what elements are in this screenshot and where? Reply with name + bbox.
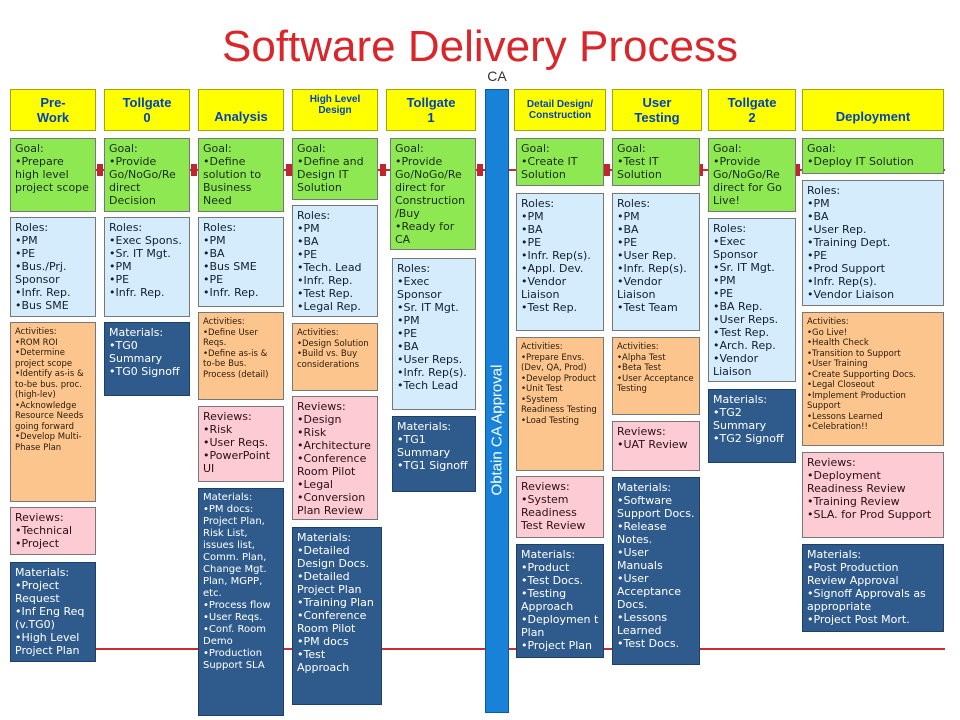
ut-materials-box: Materials: •Software Support Docs. •Rele…: [612, 477, 700, 665]
hld-goal-box: Goal: •Define and Design IT Solution: [292, 138, 378, 200]
ca-label: CA: [487, 68, 507, 84]
deploy-materials-box: Materials: •Post Production Review Appro…: [802, 544, 944, 632]
analysis-materials-box: Materials: •PM docs: Project Plan, Risk …: [198, 488, 284, 716]
prework-goal-box: Goal: •Prepare high level project scope: [10, 138, 96, 212]
timeline-marker: [697, 164, 703, 176]
tg0-roles-box: Roles: •Exec Spons. •Sr. IT Mgt. •PM •PE…: [104, 217, 190, 317]
hld-roles-box: Roles: •PM •BA •PE •Tech. Lead •Infr. Re…: [292, 205, 378, 317]
stage-header-deployment: Deployment: [802, 89, 944, 131]
timeline-marker: [477, 164, 483, 176]
prework-activities-box: Activities: •ROM ROI •Determine project …: [10, 322, 96, 502]
tg1-roles-box: Roles: •Exec Sponsor •Sr. IT Mgt. •PM •P…: [392, 258, 476, 410]
hld-materials-box: Materials: •Detailed Design Docs. •Detai…: [292, 527, 382, 705]
stage-header-tollgate-1: Tollgate 1: [386, 89, 476, 131]
timeline-marker: [191, 164, 197, 176]
prework-roles-box: Roles: •PM •PE •Bus./Prj. Sponsor •Infr.…: [10, 217, 96, 317]
dd-reviews-box: Reviews: •System Readiness Test Review: [516, 476, 604, 538]
analysis-reviews-box: Reviews: •Risk •User Reqs. •PowerPoint U…: [198, 406, 284, 482]
hld-activities-box: Activities: •Design Solution •Build vs. …: [292, 323, 378, 391]
prework-materials-box: Materials: •Project Request •Inf Eng Req…: [10, 562, 96, 662]
analysis-roles-box: Roles: •PM •BA •Bus SME •PE •Infr. Rep.: [198, 217, 284, 307]
tg2-materials-box: Materials: •TG2 Summary •TG2 Signoff: [708, 389, 796, 463]
ut-activities-box: Activities: •Alpha Test •Beta Test •User…: [612, 337, 700, 415]
timeline-marker: [380, 164, 386, 176]
deploy-activities-box: Activities: •Go Live! •Health Check •Tra…: [802, 312, 944, 446]
deploy-goal-box: Goal: •Deploy IT Solution: [802, 138, 944, 174]
bottom-line: [10, 648, 945, 650]
tg1-goal-box: Goal: •Provide Go/NoGo/Re direct for Con…: [390, 138, 476, 250]
stage-header-high-level-design: High Level Design: [292, 89, 378, 131]
analysis-activities-box: Activities: •Define User Reqs. •Define a…: [198, 312, 284, 400]
ca-approval-label: Obtain CA Approval: [488, 364, 506, 496]
ut-goal-box: Goal: •Test IT Solution: [612, 138, 700, 186]
timeline-marker: [794, 164, 800, 176]
stage-header-pre-work: Pre- Work: [10, 89, 96, 131]
tg2-roles-box: Roles: •Exec Sponsor •Sr. IT Mgt. •PM •P…: [708, 218, 796, 382]
dd-goal-box: Goal: •Create IT Solution: [516, 138, 604, 186]
tg2-goal-box: Goal: •Provide Go/NoGo/Re direct for Go …: [708, 138, 796, 212]
stage-header-tollgate-2: Tollgate 2: [708, 89, 796, 131]
tg1-materials-box: Materials: •TG1 Summary •TG1 Signoff: [392, 416, 476, 492]
timeline-marker: [97, 164, 103, 176]
dd-materials-box: Materials: •Product •Test Docs. •Testing…: [516, 544, 604, 658]
page-title: Software Delivery Process: [222, 22, 738, 71]
dd-activities-box: Activities: •Prepare Envs.(Dev, QA, Prod…: [516, 337, 604, 471]
deploy-reviews-box: Reviews: •Deployment Readiness Review •T…: [802, 452, 944, 538]
timeline-marker: [286, 164, 292, 176]
ut-reviews-box: Reviews: •UAT Review: [612, 421, 700, 471]
timeline-marker: [604, 164, 610, 176]
stage-header-user-testing: User Testing: [612, 89, 702, 131]
stage-header-detail-design: Detail Design/ Construction: [514, 89, 606, 131]
hld-reviews-box: Reviews: •Design •Risk •Architecture •Co…: [292, 396, 378, 520]
prework-reviews-box: Reviews: •Technical •Project: [10, 507, 96, 555]
ut-roles-box: Roles: •PM •BA •PE •User Rep. •Infr. Rep…: [612, 193, 700, 331]
tg0-goal-box: Goal: •Provide Go/NoGo/Re direct Decisio…: [104, 138, 190, 212]
stage-header-tollgate-0: Tollgate 0: [104, 89, 190, 131]
tg0-materials-box: Materials: •TG0 Summary •TG0 Signoff: [104, 322, 190, 396]
analysis-goal-box: Goal: •Define solution to Business Need: [198, 138, 284, 212]
stage-header-analysis: Analysis: [198, 89, 284, 131]
dd-roles-box: Roles: •PM •BA •PE •Infr. Rep(s). •Appl.…: [516, 193, 604, 331]
ca-approval-bar: [485, 89, 509, 713]
deploy-roles-box: Roles: •PM •BA •User Rep. •Training Dept…: [802, 180, 944, 306]
